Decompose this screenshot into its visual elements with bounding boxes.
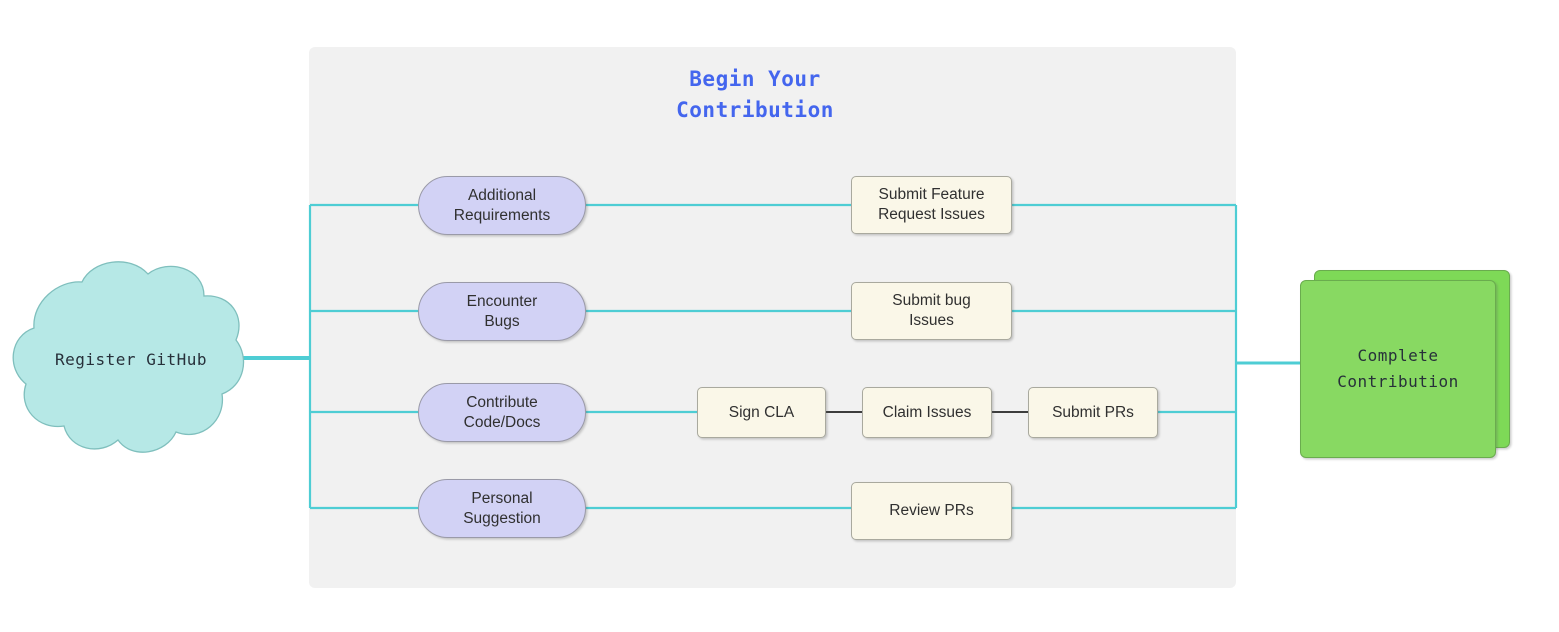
start-node-label: Register GitHub — [55, 349, 207, 369]
node-label: Encounter Bugs — [466, 292, 538, 330]
node-submit-bug-issues[interactable]: Submit bug Issues — [851, 282, 1012, 340]
node-label: Sign CLA — [728, 403, 795, 421]
page-title: Begin Your Contribution — [676, 67, 834, 122]
end-node-complete-contribution[interactable]: Complete Contribution — [1300, 270, 1516, 460]
node-contribute-code-docs[interactable]: Contribute Code/Docs — [418, 383, 586, 442]
node-submit-feature-request-issues[interactable]: Submit Feature Request Issues — [851, 176, 1012, 234]
end-node-label-container: Complete Contribution — [1300, 280, 1496, 458]
node-label: Claim Issues — [882, 403, 972, 421]
node-personal-suggestion[interactable]: Personal Suggestion — [418, 479, 586, 538]
node-additional-requirements[interactable]: Additional Requirements — [418, 176, 586, 235]
node-submit-prs[interactable]: Submit PRs — [1028, 387, 1158, 438]
node-label: Contribute Code/Docs — [463, 393, 541, 431]
end-node-label: Complete Contribution — [1337, 346, 1459, 391]
cloud-icon — [12, 261, 245, 453]
start-node-register-github[interactable]: Register GitHub — [8, 252, 248, 466]
node-label: Review PRs — [889, 502, 974, 519]
node-label: Submit PRs — [1052, 403, 1134, 421]
node-label: Personal Suggestion — [463, 489, 541, 527]
node-claim-issues[interactable]: Claim Issues — [862, 387, 992, 438]
node-review-prs[interactable]: Review PRs — [851, 482, 1012, 540]
node-label: Additional Requirements — [453, 186, 551, 224]
node-label: Submit Feature Request Issues — [878, 186, 985, 223]
node-sign-cla[interactable]: Sign CLA — [697, 387, 826, 438]
node-label: Submit bug Issues — [892, 292, 971, 329]
node-encounter-bugs[interactable]: Encounter Bugs — [418, 282, 586, 341]
